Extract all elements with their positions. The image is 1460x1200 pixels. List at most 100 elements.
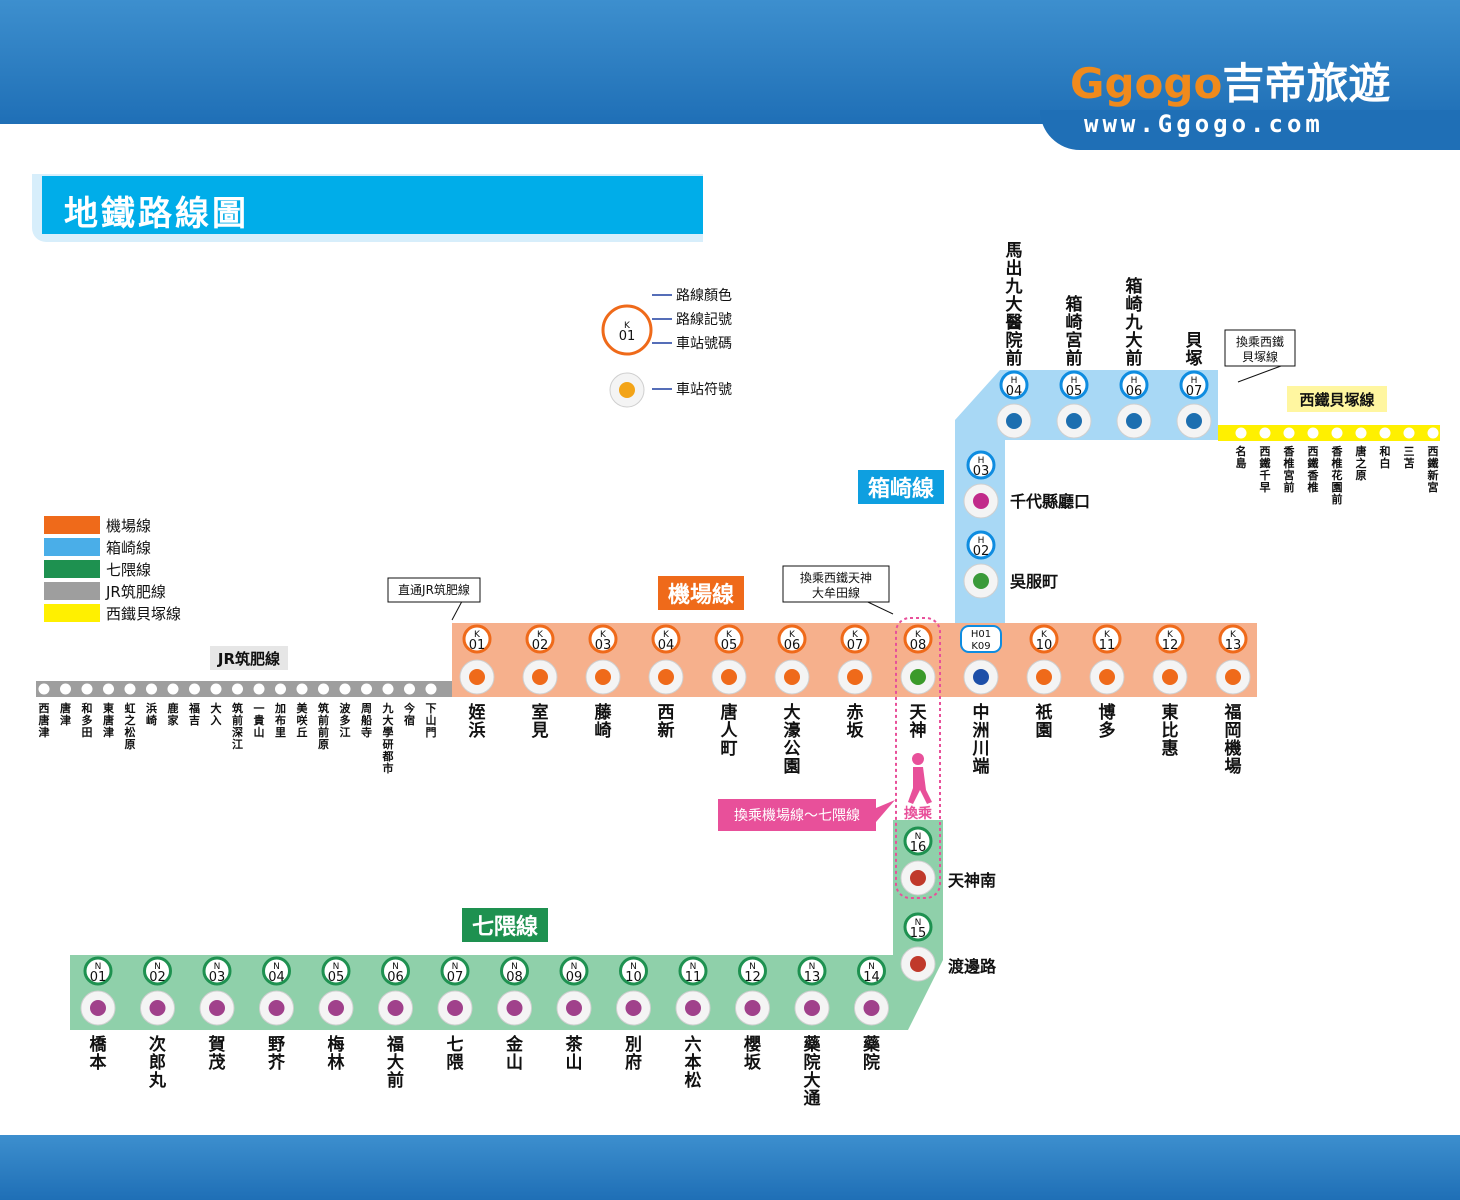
jr-station-dot[interactable] — [167, 683, 179, 695]
kuko-station-badge[interactable]: K11 — [1092, 624, 1122, 654]
brand-url[interactable]: www.Ggogo.com — [1084, 110, 1324, 138]
legend-swatch — [44, 604, 100, 622]
svg-text:園: 園 — [1332, 481, 1343, 494]
nanakuma-station-badge[interactable]: N10 — [619, 956, 648, 986]
jr-station-dot[interactable] — [146, 683, 157, 695]
legend-swatch — [44, 516, 100, 534]
nanakuma-station-badge[interactable]: N14 — [857, 956, 886, 986]
jr-station-dot[interactable] — [81, 683, 93, 695]
jr-station-dot[interactable] — [253, 683, 265, 695]
jr-station-dot[interactable] — [38, 683, 50, 695]
kuko-station-badge[interactable]: K04 — [651, 624, 681, 654]
nanakuma-station-badge[interactable]: N09 — [559, 956, 589, 986]
svg-text:唐: 唐 — [39, 713, 50, 727]
nishitetsu-station-dot[interactable] — [1379, 427, 1391, 439]
jr-station-dot[interactable] — [189, 683, 200, 695]
station-symbol-icon — [963, 483, 999, 519]
svg-text:前: 前 — [318, 725, 329, 739]
nanakuma-station-badge[interactable]: N07 — [440, 956, 470, 986]
nishitetsu-station-dot[interactable] — [1427, 427, 1439, 439]
svg-text:咲: 咲 — [297, 713, 309, 727]
brand-logo[interactable]: Ggogo吉帝旅遊 — [1070, 50, 1390, 111]
nishitetsu-station-dot[interactable] — [1331, 427, 1343, 439]
nanakuma-station-badge[interactable]: N13 — [797, 956, 827, 986]
nanakuma-station-badge[interactable]: N04 — [262, 956, 291, 986]
svg-text:N: N — [154, 962, 161, 972]
jr-station-dot[interactable] — [382, 683, 394, 695]
hakozaki-station-badge[interactable]: H03 — [966, 450, 996, 480]
nanakuma-station-badge[interactable]: N02 — [143, 956, 172, 986]
nanakuma-station-badge[interactable]: N11 — [678, 956, 708, 986]
svg-text:大: 大 — [387, 1052, 404, 1073]
svg-text:山: 山 — [426, 713, 437, 727]
nanakuma-station-badge[interactable]: N08 — [500, 956, 529, 986]
jr-station-name: 和多田 — [82, 701, 93, 739]
nanakuma-station-badge[interactable]: N16 — [903, 826, 933, 856]
hakozaki-station-badge[interactable]: H02 — [966, 530, 996, 560]
svg-text:12: 12 — [744, 970, 761, 985]
svg-text:香: 香 — [1307, 468, 1320, 482]
nishitetsu-station-dot[interactable] — [1283, 427, 1295, 439]
jr-station-dot[interactable] — [339, 683, 351, 695]
kuko-station-badge[interactable]: K07 — [840, 624, 870, 654]
kuko-station-badge[interactable]: K01 — [462, 624, 492, 654]
kuko-station-badge[interactable]: K08 — [903, 624, 933, 654]
station-symbol-icon — [996, 403, 1032, 439]
nanakuma-station-badge[interactable]: N05 — [321, 956, 351, 986]
kuko-station-badge[interactable]: K13 — [1218, 624, 1248, 654]
svg-text:九: 九 — [382, 701, 394, 715]
jr-station-dot[interactable] — [124, 683, 136, 695]
jr-station-dot[interactable] — [404, 683, 415, 695]
kuko-station-badge[interactable]: K06 — [777, 624, 807, 654]
kuko-station-badge[interactable]: K03 — [588, 624, 618, 654]
nishitetsu-station-dot[interactable] — [1355, 427, 1367, 439]
station-symbol-icon — [437, 990, 473, 1026]
station-symbol-icon — [140, 990, 175, 1026]
nishitetsu-station-dot[interactable] — [1403, 427, 1415, 439]
nanakuma-station-name: 金山 — [505, 1034, 524, 1073]
jr-station-dot[interactable] — [275, 683, 286, 695]
jr-station-dot[interactable] — [210, 683, 222, 695]
hakozaki-station-badge[interactable]: H04 — [999, 370, 1029, 400]
svg-text:06: 06 — [387, 970, 404, 985]
kuko-station-badge[interactable]: K12 — [1155, 624, 1185, 654]
junction-badge[interactable] — [960, 625, 1002, 653]
station-symbol-icon — [900, 659, 936, 695]
jr-station-dot[interactable] — [232, 683, 243, 695]
kuko-station-badge[interactable]: K10 — [1029, 624, 1059, 654]
nishitetsu-station-dot[interactable] — [1235, 427, 1247, 439]
svg-text:塚: 塚 — [1186, 349, 1203, 369]
nanakuma-station-badge[interactable]: N03 — [202, 956, 232, 986]
hakozaki-station-badge[interactable]: H05 — [1059, 370, 1089, 400]
svg-text:園: 園 — [1036, 721, 1053, 741]
jr-station-name: 美咲丘 — [297, 701, 309, 739]
kuko-station-badge[interactable]: K05 — [714, 624, 744, 654]
jr-station-dot[interactable] — [296, 683, 308, 695]
svg-text:前: 前 — [318, 713, 329, 727]
kuko-station-badge[interactable]: K02 — [525, 624, 555, 654]
nanakuma-station-badge[interactable]: N06 — [381, 956, 410, 986]
nanakuma-station-badge[interactable]: N12 — [738, 956, 767, 986]
jr-station-dot[interactable] — [361, 683, 372, 695]
jr-station-dot[interactable] — [60, 683, 71, 695]
svg-text:別: 別 — [624, 1035, 642, 1055]
svg-text:藥: 藥 — [803, 1034, 822, 1055]
nanakuma-station-badge[interactable]: N15 — [903, 912, 933, 942]
jr-station-dot[interactable] — [103, 683, 114, 695]
nishitetsu-station-dot[interactable] — [1259, 427, 1271, 439]
jr-station-dot[interactable] — [425, 683, 437, 695]
nanakuma-station-badge[interactable]: N01 — [83, 956, 113, 986]
key-label: 車站號碼 — [676, 335, 732, 352]
hakozaki-station-badge[interactable]: H06 — [1119, 370, 1149, 400]
callout-nishitetsu-kaizuka-pointer — [1237, 365, 1282, 383]
jr-station-dot[interactable] — [318, 683, 329, 695]
svg-text:椎: 椎 — [1283, 456, 1295, 470]
walking-person-icon — [912, 753, 924, 765]
nishitetsu-station-dot[interactable] — [1307, 427, 1319, 439]
svg-text:町: 町 — [721, 739, 738, 759]
nanakuma-station-name: 次郎丸 — [148, 1034, 167, 1091]
hakozaki-station-badge[interactable]: H07 — [1179, 370, 1209, 400]
key-badge[interactable]: K01 — [601, 304, 653, 356]
